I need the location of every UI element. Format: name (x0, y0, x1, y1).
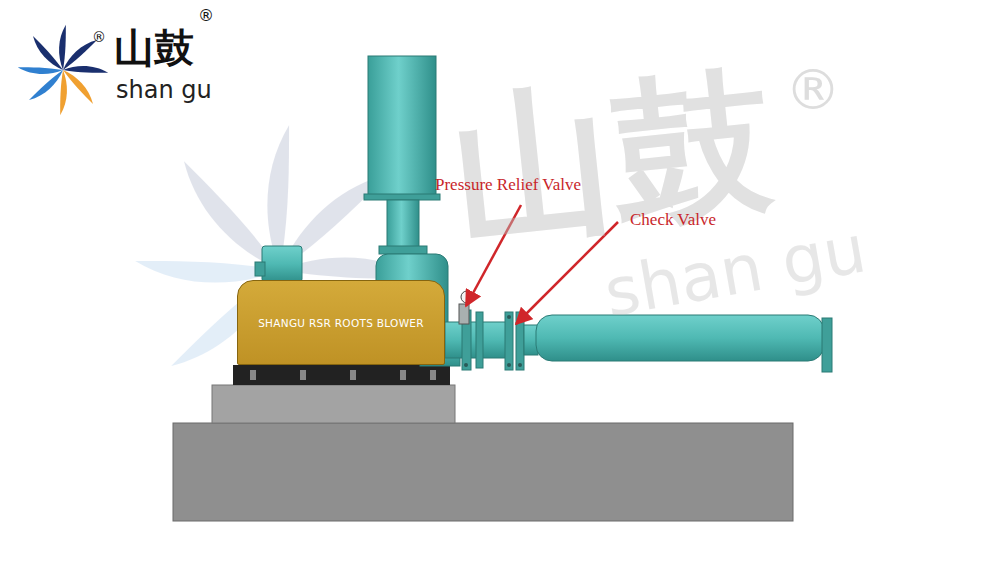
callout-label: Pressure Relief Valve (435, 176, 581, 193)
inlet-silencer (368, 56, 436, 198)
inlet-neck (387, 200, 419, 248)
pipe-flange (476, 312, 483, 368)
callout-label: Check Valve (630, 211, 716, 228)
watermark: shan gu (600, 216, 871, 327)
outlet-flange (822, 318, 832, 372)
frame-bolts (250, 370, 436, 380)
watermark: 山鼓 (445, 62, 780, 255)
base-frame (233, 365, 450, 385)
registered-mark: ® (92, 30, 106, 44)
logo-pinwheel (18, 25, 109, 116)
relief-valve-body (459, 304, 469, 324)
cable-gland (255, 262, 265, 276)
motor-terminal-box (262, 246, 302, 282)
check-valve-flange (505, 312, 513, 370)
inlet-flange (379, 246, 427, 254)
brand-logo-text: 山鼓 (114, 28, 194, 68)
belt-guard: SHANGU RSR ROOTS BLOWER (237, 280, 445, 365)
plinth (212, 385, 455, 423)
brand-logo-text: shan gu (116, 78, 212, 102)
watermark: ® (785, 62, 841, 118)
flange-bolts (464, 313, 522, 367)
concrete-foundation (173, 423, 793, 521)
blower-casing (376, 254, 448, 340)
discharge-silencer (536, 315, 824, 361)
leader-arrow (466, 205, 521, 306)
node-label: SHANGU RSR ROOTS BLOWER (258, 317, 424, 329)
leader-arrow (516, 222, 618, 324)
silencer-flange (364, 194, 440, 200)
registered-mark: ® (198, 8, 214, 24)
